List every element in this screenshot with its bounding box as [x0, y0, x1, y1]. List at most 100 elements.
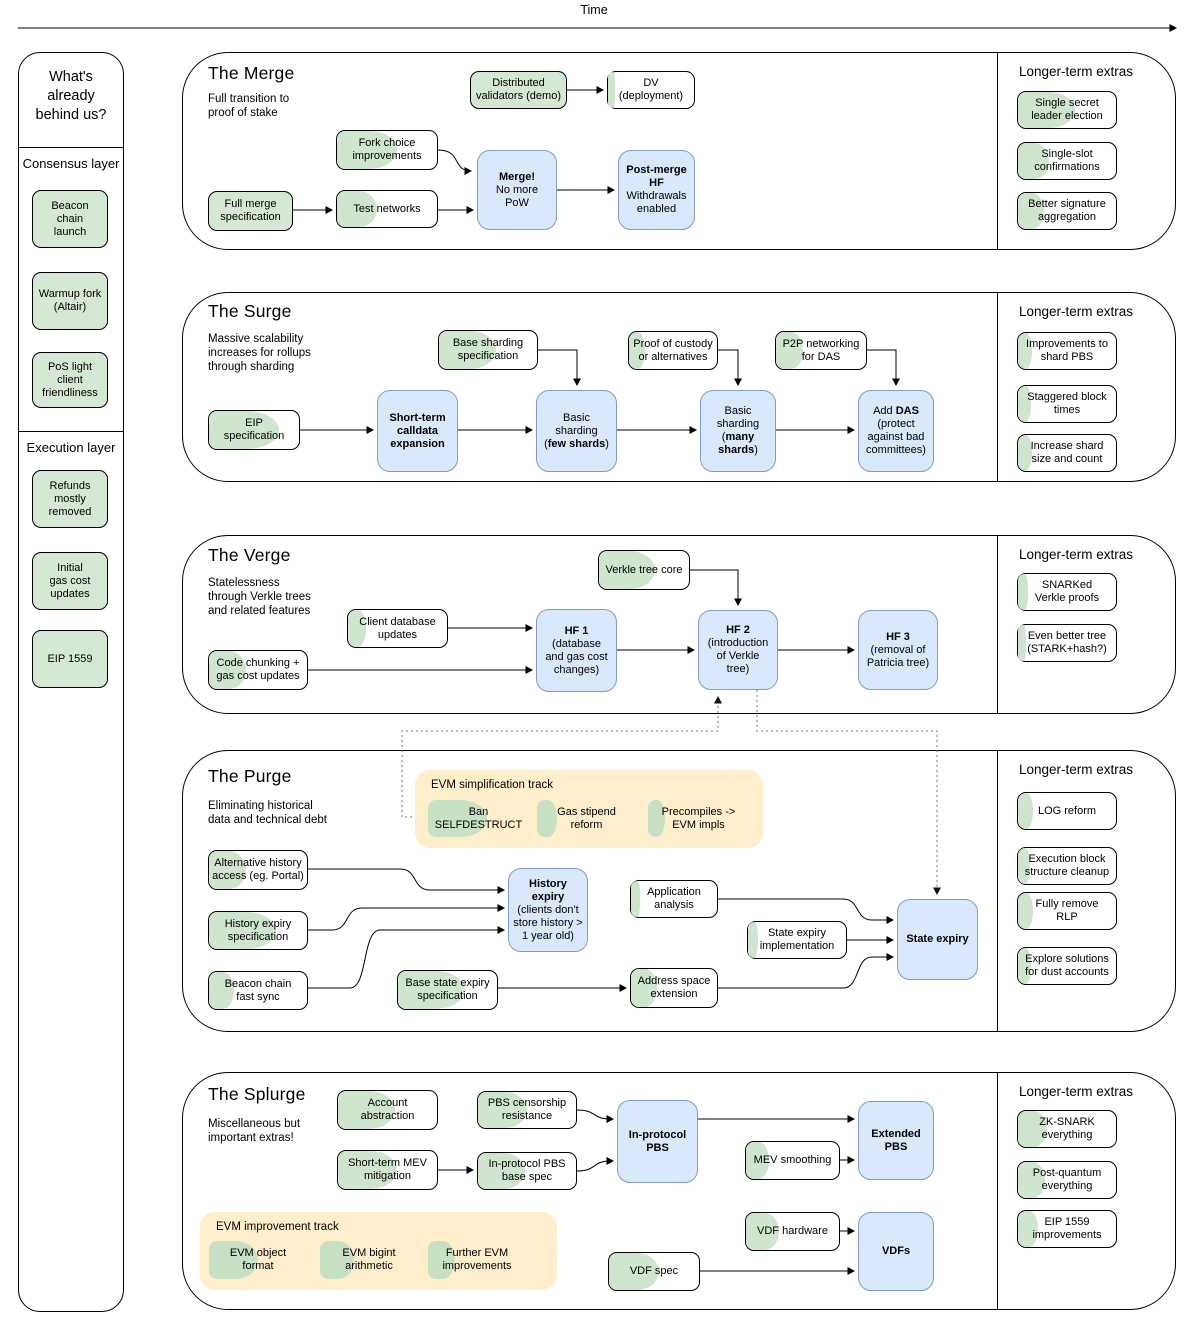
node-label: VDFs: [881, 1245, 911, 1257]
extras-title: Longer-term extras: [1019, 547, 1134, 562]
extras-title: Longer-term extras: [1019, 304, 1134, 319]
progress-fill: [1018, 948, 1031, 984]
purge-connectors: [308, 868, 894, 992]
extras-divider: [997, 293, 998, 481]
track-label: EVM improvement track: [216, 1221, 339, 1233]
node-label: VDF hardware: [757, 1225, 828, 1237]
progress-fill: [320, 1241, 355, 1279]
node-label: State expiry: [906, 933, 969, 945]
progress-fill: [337, 131, 397, 169]
node-vdf-spec: VDF spec: [608, 1252, 700, 1291]
progress-fill: [338, 1151, 398, 1189]
extras-title: Longer-term extras: [1019, 64, 1134, 79]
progress-fill: [209, 411, 280, 449]
progress-fill: [478, 1153, 526, 1189]
section-title: The Surge: [208, 301, 292, 321]
node-test-networks: Test networks: [336, 190, 438, 228]
node-eip-1559: EIP 1559: [32, 630, 108, 688]
splurge-connectors: [438, 1109, 855, 1275]
progress-fill: [599, 551, 655, 589]
progress-fill: [209, 1241, 258, 1279]
progress-fill: [1018, 435, 1032, 471]
progress-fill: [631, 881, 640, 917]
behind-us-title: What's already behind us?: [35, 69, 107, 123]
progress-fill: [1018, 333, 1032, 369]
progress-fill: [338, 1091, 396, 1129]
merge-connectors: [293, 86, 615, 214]
progress-fill: [478, 1092, 527, 1128]
progress-fill: [537, 800, 557, 837]
progress-fill: [746, 1213, 779, 1250]
section-subtitle: Full transition to proof of stake: [208, 93, 290, 119]
progress-fill: [746, 1142, 770, 1179]
section-subtitle: Statelessness through Verkle trees and r…: [208, 577, 311, 617]
node-label: Even better tree(STARK+hash?): [1027, 630, 1107, 655]
extras-divider: [997, 53, 998, 249]
progress-fill: [398, 971, 466, 1009]
surge-connectors: [300, 349, 900, 434]
extras-divider: [997, 751, 998, 1031]
node-label: EIP 1559: [47, 652, 93, 665]
progress-fill: [209, 972, 234, 1009]
progress-fill: [348, 610, 366, 647]
node-label: Warmup fork(Altair): [38, 288, 102, 313]
sidebar-divider: [19, 147, 123, 148]
progress-fill: [631, 969, 657, 1007]
progress-fill: [439, 331, 496, 369]
consensus-layer-label: Consensus layer: [22, 156, 120, 171]
node-label: VDF spec: [629, 1265, 679, 1277]
node-dv-deployment: DV(deployment): [607, 71, 695, 109]
track-label: EVM simplification track: [431, 779, 554, 791]
progress-fill: [648, 800, 666, 837]
extras-divider: [997, 1073, 998, 1309]
